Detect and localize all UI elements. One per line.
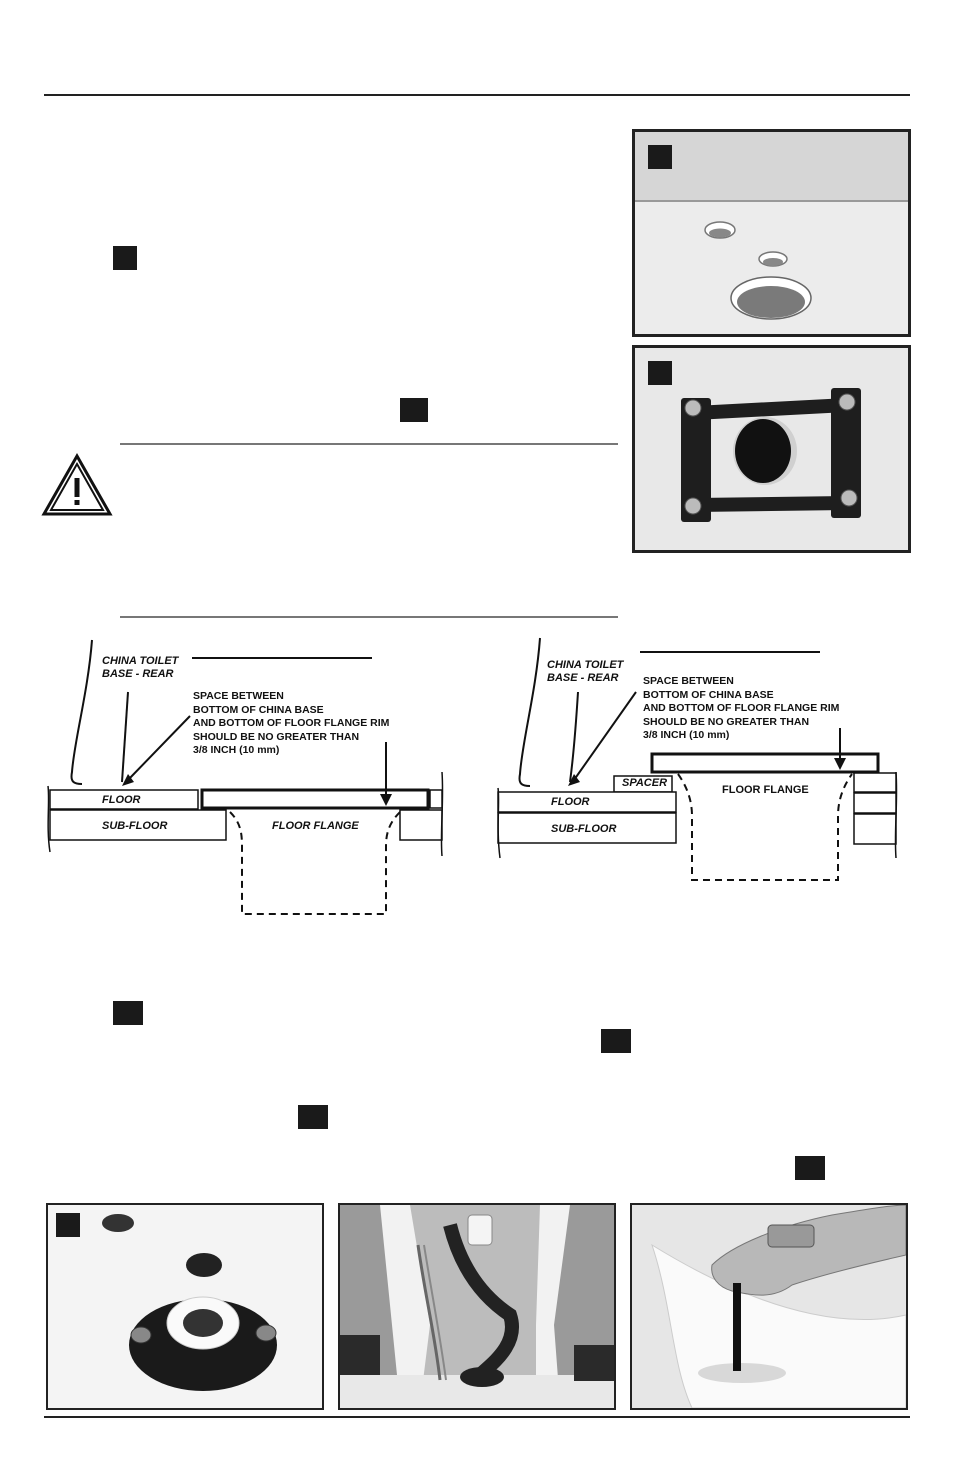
warning-top-rule [120,443,618,445]
floor-holes-illustration [704,221,812,320]
left-floor-label: FLOOR [102,794,141,806]
figure-wall-area [635,132,908,200]
figure-badge [648,361,672,385]
figure-floor-holes [632,129,911,337]
mounting-bracket-illustration [681,388,861,522]
left-china-label: CHINA TOILET BASE - REAR [102,655,179,680]
figure-floor-line [635,200,908,202]
warning-bottom-rule [120,616,618,618]
right-spacer-label: SPACER [622,777,668,789]
left-space-note: SPACE BETWEEN BOTTOM OF CHINA BASE AND B… [193,690,390,756]
figure-badge [56,1213,80,1237]
figure-toilet-underside [338,1203,616,1410]
left-subfloor-label: SUB-FLOOR [102,820,168,832]
footer-rule [44,1416,910,1418]
step-badge [113,246,137,270]
right-flange-diagram [497,637,898,881]
toilet-underside-illustration [340,1205,614,1408]
figure-marking-floor [630,1203,908,1410]
step-badge [601,1029,631,1053]
right-flange-label: FLOOR FLANGE [722,784,809,796]
figure-mounting-bracket [632,345,911,553]
right-subfloor-label: SUB-FLOOR [551,823,617,835]
warning-triangle-icon [41,452,113,516]
step-badge [400,398,428,422]
figure-badge [648,145,672,169]
step-badge [298,1105,328,1129]
figure-flange-adapter [46,1203,324,1410]
marking-floor-illustration [632,1205,906,1408]
step-badge [113,1001,143,1025]
right-floor-label: FLOOR [551,796,590,808]
right-china-label: CHINA TOILET BASE - REAR [547,659,624,684]
left-flange-label: FLOOR FLANGE [272,820,359,832]
header-rule [44,94,910,96]
flange-adapter-illustration [102,1214,277,1391]
step-badge [795,1156,825,1180]
right-space-note: SPACE BETWEEN BOTTOM OF CHINA BASE AND B… [643,675,840,741]
left-flange-diagram [47,639,444,915]
